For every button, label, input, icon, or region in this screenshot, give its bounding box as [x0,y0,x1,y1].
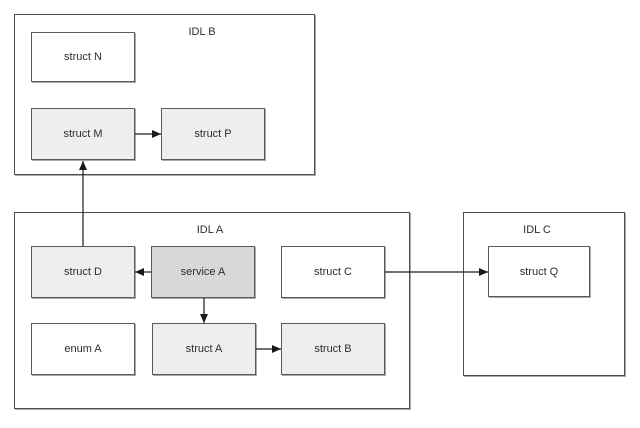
container-label-idl-c: IDL C [523,224,551,236]
node-enum-a: enum A [31,323,135,375]
container-label-idl-a: IDL A [196,224,224,236]
node-struct-b: struct B [281,323,385,375]
node-struct-p: struct P [161,108,265,160]
node-struct-q: struct Q [488,246,590,297]
node-label-struct-n: struct N [64,51,102,63]
node-label-struct-m: struct M [63,128,103,140]
node-struct-m: struct M [31,108,135,160]
node-label-struct-c: struct C [314,266,352,278]
node-label-service-a: service A [180,266,226,278]
node-label-struct-a: struct A [185,343,223,355]
node-struct-d: struct D [31,246,135,298]
node-label-struct-d: struct D [64,266,102,278]
node-service-a: service A [151,246,255,298]
node-struct-a: struct A [152,323,256,375]
node-label-struct-p: struct P [194,128,232,140]
container-label-idl-b: IDL B [188,26,216,38]
node-label-enum-a: enum A [64,343,102,355]
node-struct-c: struct C [281,246,385,298]
node-struct-n: struct N [31,32,135,82]
node-label-struct-b: struct B [314,343,352,355]
container-idl-a [14,212,410,409]
node-label-struct-q: struct Q [519,265,559,278]
